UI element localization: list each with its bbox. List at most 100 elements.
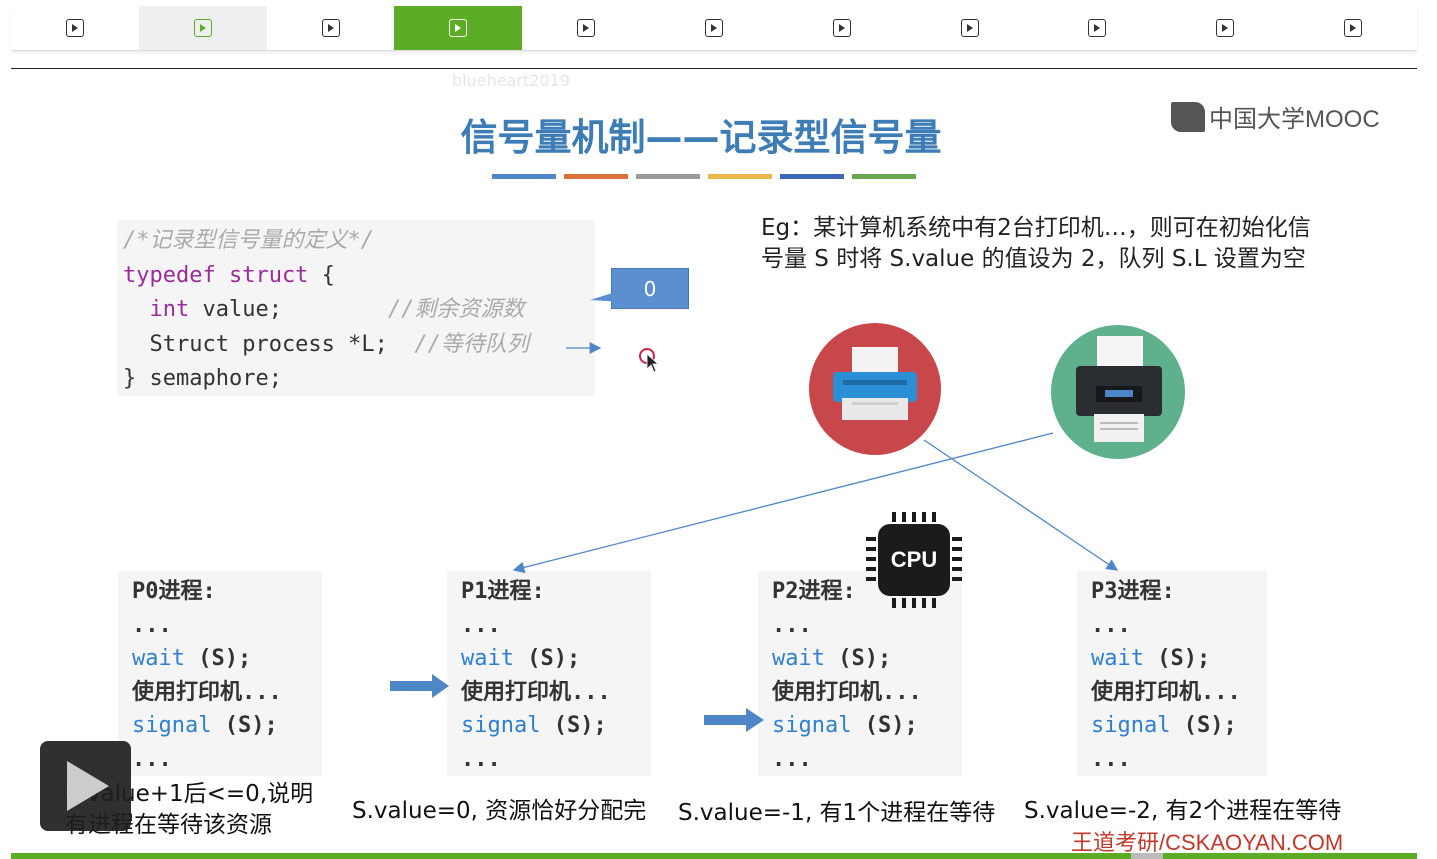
code-text: Struct process *L; [123,331,388,357]
assign-arrow [512,432,1054,574]
process-name: P1进程: [461,579,545,604]
code-text: (S); [1170,713,1237,738]
printer-icon [1051,325,1185,459]
footer-brand: 王道考研/CSKAOYAN.COM [1071,830,1344,855]
play-icon [449,19,468,37]
underline-segment [852,174,916,179]
code-line: signal (S); [1091,709,1253,743]
code-text: 使用打印机... [1091,679,1241,705]
play-icon [960,19,979,37]
code-text: 使用打印机... [132,679,282,705]
play-icon [193,19,212,37]
process-p2-code: P2进程: ... wait (S); 使用打印机... signal (S);… [758,571,962,776]
code-text: { [308,262,335,288]
code-text: (S); [211,713,278,738]
code-keyword: typedef struct [123,262,309,288]
process-name: P2进程: [772,579,856,604]
underline-segment [492,174,556,179]
code-text: 使用打印机... [772,679,922,705]
code-line: wait (S); [1091,642,1253,676]
divider [11,68,1417,69]
caption-p1: S.value=0, 资源恰好分配完 [352,798,647,824]
exec-pointer-icon [704,708,764,732]
code-line: typedef struct { [123,259,589,294]
code-text: (S); [184,646,252,671]
play-icon [577,19,596,37]
cpu-icon: CPU [866,512,962,608]
video-tab-3[interactable] [267,6,395,50]
code-text: value; [189,297,282,322]
code-dots: ... [132,612,172,638]
watermark: blueheart2019 [452,71,570,90]
play-icon [1216,19,1235,37]
video-tab-bar [11,6,1417,51]
code-line: wait (S); [772,642,948,676]
callout-pointer [590,290,622,302]
signal-call: signal [772,713,852,738]
code-line: signal (S); [772,709,948,743]
underline-segment [780,174,844,179]
code-dots: ... [772,612,812,638]
signal-call: signal [132,713,212,738]
video-tab-11[interactable] [1289,6,1417,50]
video-tab-5[interactable] [522,6,650,50]
play-icon [832,19,851,37]
code-dots: ... [132,746,172,772]
underline-segment [636,174,700,179]
code-comment: //剩余资源数 [387,297,525,322]
code-text: (S); [513,646,581,671]
wait-call: wait [461,646,514,671]
code-dots: ... [1091,746,1131,772]
code-text: 使用打印机... [461,679,611,705]
mooc-icon [1171,101,1205,132]
code-line: wait (S); [461,642,637,676]
title-underline [492,174,916,179]
code-text: (S); [540,713,607,738]
semaphore-definition-code: /*记录型信号量的定义*/ typedef struct { int value… [117,220,595,396]
code-dots: ... [772,746,812,772]
signal-call: signal [1091,713,1171,738]
video-play-button[interactable] [40,741,131,831]
cpu-label: CPU [891,547,937,572]
exec-pointer-icon [390,674,449,698]
play-icon [1088,19,1107,37]
caption-p3: S.value=-2, 有2个进程在等待 [1024,798,1342,824]
video-progress-bar[interactable] [11,853,1417,859]
underline-segment [708,174,772,179]
wait-call: wait [772,646,825,671]
underline-segment [564,174,628,179]
slide-title: 信号量机制——记录型信号量 [460,116,942,159]
video-tab-6[interactable] [650,6,778,50]
code-comment: //等待队列 [414,331,529,357]
printer-icon [809,323,941,455]
video-tab-2[interactable] [138,6,267,50]
wait-call: wait [132,646,185,671]
video-tab-8[interactable] [906,6,1034,50]
progress-thumb[interactable] [1131,853,1163,859]
code-comment: /*记录型信号量的定义*/ [123,228,374,253]
video-tab-1[interactable] [11,6,139,50]
code-dots: ... [461,612,501,638]
assign-arrow [923,439,1119,571]
code-line: signal (S); [132,709,308,743]
process-p3-code: P3进程: ... wait (S); 使用打印机... signal (S);… [1077,571,1267,776]
video-tab-4-active[interactable] [394,6,523,50]
value-callout: 0 [611,268,689,309]
code-text: } semaphore; [123,366,282,391]
code-dots: ... [461,746,501,772]
video-tab-7[interactable] [778,6,906,50]
code-line: Struct process *L; //等待队列 [123,328,589,363]
example-text: Eg：某计算机系统中有2台打印机…，则可在初始化信号量 S 时将 S.value… [761,215,1311,272]
code-line: signal (S); [461,709,637,743]
video-tab-10[interactable] [1161,6,1289,50]
process-name: P3进程: [1091,579,1175,604]
play-icon [65,19,84,37]
video-tab-9[interactable] [1034,6,1162,50]
play-icon [1344,19,1363,37]
code-line: int value; //剩余资源数 [123,293,589,328]
code-dots: ... [1091,612,1131,638]
process-p0-code: P0进程: ... wait (S); 使用打印机... signal (S);… [118,571,322,776]
code-line: wait (S); [132,642,308,676]
mooc-brand: 中国大学MOOC [1209,106,1380,133]
